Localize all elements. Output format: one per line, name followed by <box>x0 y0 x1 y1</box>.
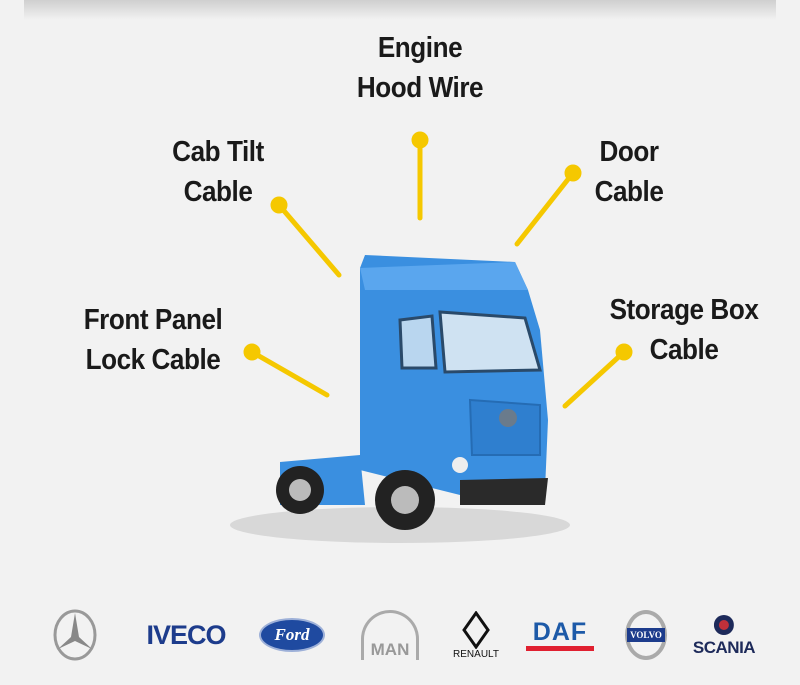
label-engine-hood-wire: Engine Hood Wire <box>356 28 484 108</box>
logo-ford: Ford <box>259 605 325 665</box>
logo-renault: RENAULT <box>453 605 499 665</box>
label-line: Cable <box>649 334 719 366</box>
label-line: Storage Box <box>609 294 759 326</box>
scania-griffin-icon <box>713 615 734 635</box>
label-line: Door <box>599 136 659 168</box>
pointer-engine <box>411 131 429 221</box>
top-shadow-bar <box>24 0 776 20</box>
logo-man: MAN <box>361 605 419 665</box>
ford-text: Ford <box>259 618 325 652</box>
label-line: Front Panel <box>83 304 223 336</box>
pointer-front-panel <box>243 343 330 398</box>
label-cab-tilt-cable: Cab Tilt Cable <box>172 132 264 212</box>
pointer-storage-box <box>562 343 633 409</box>
logo-daf: DAF <box>526 605 594 665</box>
logo-iveco: IVECO <box>146 605 226 665</box>
label-line: Hood Wire <box>356 72 484 104</box>
pointer-cab-tilt <box>270 196 342 278</box>
label-storage-box-cable: Storage Box Cable <box>610 290 759 370</box>
truck-image <box>230 255 570 543</box>
label-line: Cable <box>183 176 253 208</box>
pointer-door <box>514 164 582 247</box>
label-line: Engine <box>377 32 463 64</box>
label-line: Lock Cable <box>85 344 221 376</box>
diagram <box>230 131 633 543</box>
iveco-text: IVECO <box>146 619 226 650</box>
mercedes-star-icon <box>53 609 97 661</box>
label-line: Cab Tilt <box>172 136 264 168</box>
logo-mercedes <box>52 605 98 665</box>
logo-scania: SCANIA <box>692 605 756 665</box>
volvo-text: VOLVO <box>627 628 665 642</box>
scania-text: SCANIA <box>692 638 756 657</box>
label-door-cable: Door Cable <box>595 132 664 212</box>
renault-text: RENAULT <box>453 648 499 660</box>
label-line: Cable <box>594 176 664 208</box>
label-front-panel-lock-cable: Front Panel Lock Cable <box>84 300 223 380</box>
logo-volvo: VOLVO <box>625 605 667 665</box>
renault-diamond-icon <box>462 610 490 649</box>
daf-text: DAF <box>532 617 588 646</box>
man-text: MAN <box>370 640 410 659</box>
